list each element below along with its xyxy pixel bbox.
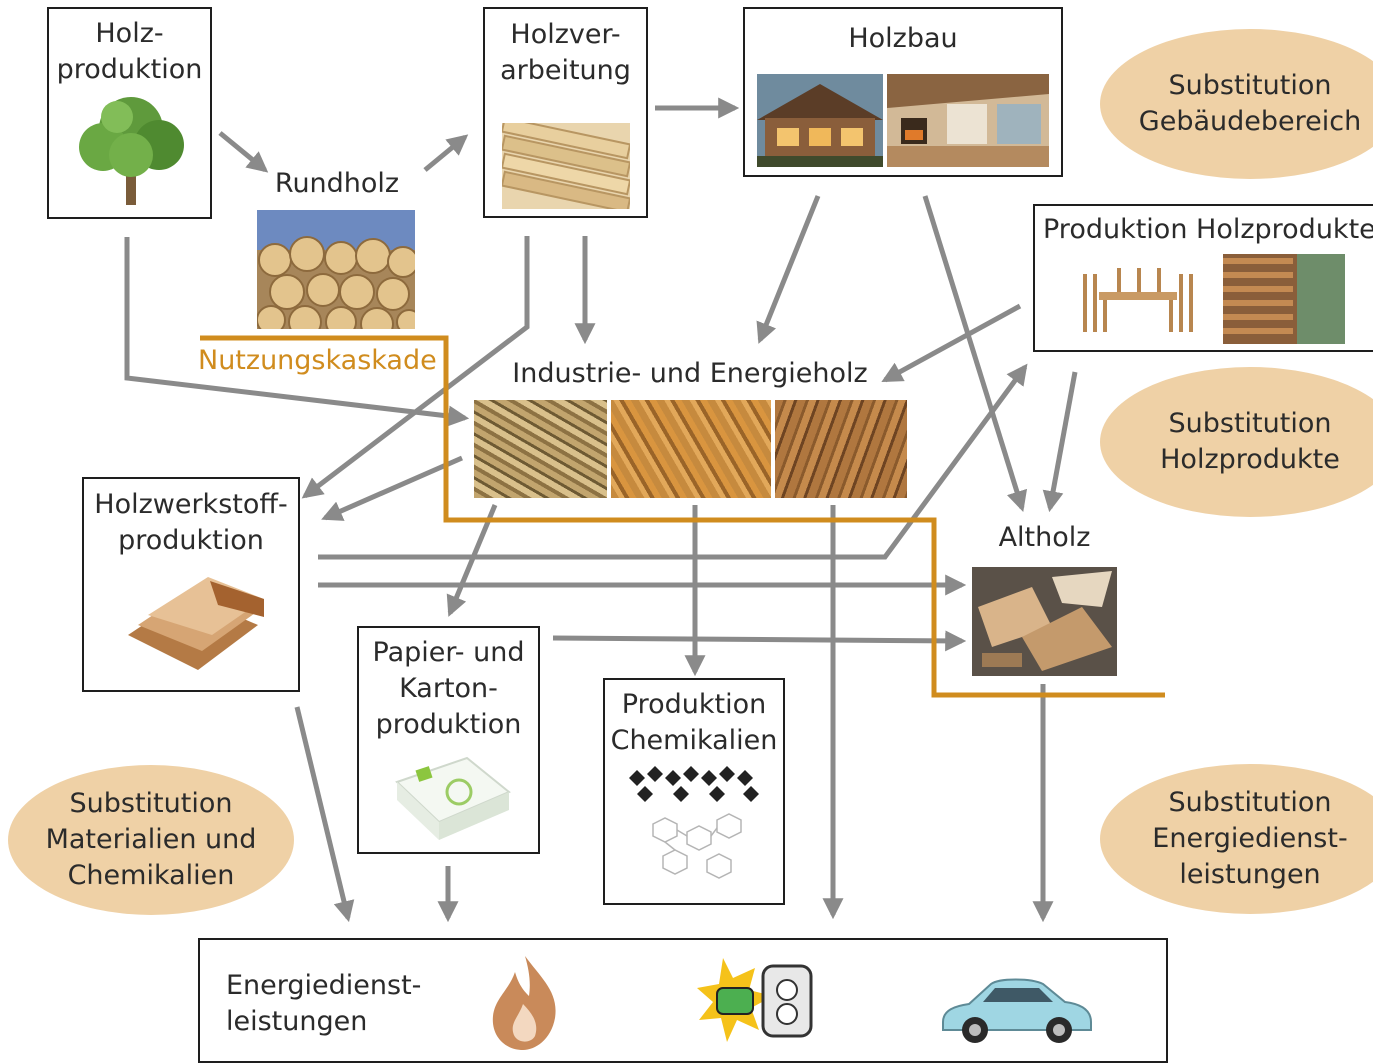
arrow-werkstoff-holzprodukte: [318, 363, 1028, 560]
arrow-holzbau-altholz: [922, 195, 1028, 513]
pallets-icon: [1223, 254, 1345, 344]
arrow-papier-altholz: [552, 630, 967, 652]
industrieholz-label: Industrie- und Energieholz: [512, 358, 868, 389]
holzprodukte-label: Produktion Holzprodukte: [1043, 214, 1373, 245]
node-chemikalien: Produktion Chemikalien: [603, 678, 785, 905]
tree-icon: [73, 89, 189, 207]
arrow-werkstoff-energie: [294, 706, 355, 923]
energiedienst-label: Energiedienst- leistungen: [226, 970, 422, 1037]
wood-pellets-icon: [775, 400, 907, 498]
holzwerkstoff-label: Holzwerkstoff- produktion: [94, 489, 288, 556]
scrap-wood-icon: [972, 567, 1117, 676]
node-produktion-holzprodukte: Produktion Holzprodukte: [1033, 204, 1373, 352]
boards-icon: [118, 565, 268, 675]
interior-icon: [887, 74, 1049, 167]
wood-chips-icon: [474, 400, 607, 498]
chemikalien-label: Produktion Chemikalien: [610, 689, 778, 756]
holzbau-label: Holzbau: [848, 23, 958, 54]
node-holzverarbeitung: Holzver- arbeitung: [483, 7, 648, 218]
furniture-icon: [1079, 264, 1197, 336]
rundholz-label: Rundholz: [274, 168, 400, 199]
arrow-rundholz-verarbeitung: [423, 134, 469, 172]
oval-substitution-gebaeude: Substitution Gebäudebereich: [1100, 29, 1373, 179]
oval-substitution-energie: Substitution Energiedienst- leistungen: [1100, 764, 1373, 914]
node-holzwerkstoff: Holzwerkstoff- produktion: [82, 477, 300, 692]
arrow-verarbeitung-werkstoff: [301, 236, 530, 499]
power-plug-icon: [693, 948, 819, 1054]
node-energiedienstleistungen: Energiedienst- leistungen: [198, 938, 1168, 1063]
arrow-holzbau-industrieholz: [756, 195, 821, 344]
arrow-holzprodukte-altholz: [1042, 371, 1078, 513]
car-icon: [935, 970, 1095, 1048]
molecule-icon: [623, 764, 765, 890]
nutzungskaskade-label: Nutzungskaskade: [198, 345, 437, 376]
holzproduktion-label: Holz- produktion: [56, 18, 203, 85]
nutzungskaskade-line: [200, 335, 1165, 698]
oval-substitution-holzprodukte: Substitution Holzprodukte: [1100, 367, 1373, 517]
arrow-holzprod-industrieholz: [124, 237, 470, 427]
altholz-label: Altholz: [998, 522, 1091, 553]
papier-label: Papier- und Karton- produktion: [372, 637, 525, 740]
lumber-icon: [502, 123, 630, 209]
node-holzproduktion: Holz- produktion: [47, 7, 212, 219]
logs-icon: [257, 210, 415, 329]
holzverarbeitung-label: Holzver- arbeitung: [500, 19, 631, 86]
arrow-holzprod-rundholz: [218, 131, 269, 173]
arrow-industrieholz-werkstoff: [321, 455, 464, 521]
house-icon: [757, 74, 883, 167]
wood-shavings-icon: [611, 400, 771, 498]
node-holzbau: Holzbau: [743, 7, 1063, 177]
paper-icon: [387, 752, 515, 844]
oval-substitution-materialien: Substitution Materialien und Chemikalien: [8, 765, 294, 915]
node-papier: Papier- und Karton- produktion: [357, 626, 540, 854]
arrow-holzprodukte-industrieholz: [881, 303, 1022, 383]
flame-icon: [485, 952, 565, 1052]
